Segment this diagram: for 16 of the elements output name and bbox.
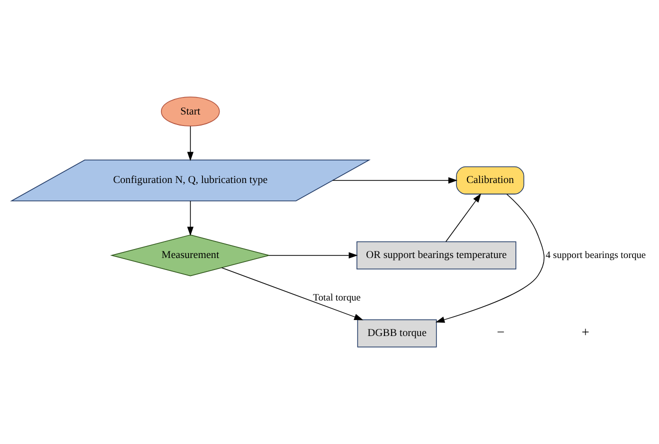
node-box: Calibration: [456, 166, 524, 194]
node-diamond: Measurement: [110, 234, 271, 276]
arrow: [332, 177, 458, 184]
node-box: OR support bearings temperature: [356, 241, 516, 270]
edge-label: Total torque: [313, 292, 361, 304]
edge-label: 4 support bearings torque: [546, 250, 646, 261]
arrow: [446, 193, 482, 242]
arrow: [187, 200, 194, 236]
label: +: [582, 324, 590, 340]
arrow: [436, 194, 544, 323]
label: −: [496, 324, 505, 340]
arrow: [221, 267, 364, 320]
node-ellipse: Start: [160, 96, 220, 126]
arrow: [268, 252, 358, 259]
arrow: [187, 126, 194, 161]
node-box: DGBB torque: [357, 319, 437, 348]
